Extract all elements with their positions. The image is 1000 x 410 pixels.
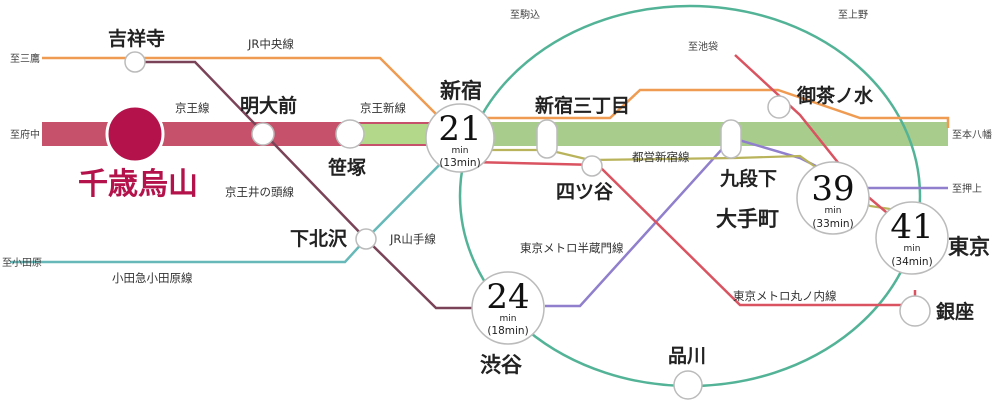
station-shinjuku-sanchome: 新宿三丁目 bbox=[535, 94, 630, 117]
station-ginza: 銀座 bbox=[936, 300, 974, 323]
dir-mitaka: 至三鷹 bbox=[10, 52, 40, 65]
kudanshita-marker bbox=[720, 119, 742, 159]
station-kichijoji: 吉祥寺 bbox=[108, 27, 165, 50]
shinjuku-sanchome-marker bbox=[536, 119, 558, 159]
kichijoji-marker bbox=[124, 51, 146, 73]
otemachi-alt-time: (33min) bbox=[812, 218, 853, 230]
dir-komagome: 至駒込 bbox=[510, 9, 540, 21]
dir-ueno: 至上野 bbox=[838, 9, 868, 21]
shinjuku-time-bubble: 21 min (13min) bbox=[425, 103, 495, 173]
station-tokyo: 東京 bbox=[948, 235, 990, 259]
shibuya-unit: min bbox=[500, 314, 517, 324]
tokyo-time-bubble: 41 min (34min) bbox=[875, 201, 949, 275]
station-shinagawa: 品川 bbox=[668, 345, 706, 367]
yotsuya-marker bbox=[581, 155, 603, 177]
shinjuku-minutes: 21 bbox=[438, 109, 481, 149]
dir-fuchu: 至府中 bbox=[10, 128, 40, 141]
shinjuku-alt-time: (13min) bbox=[439, 157, 480, 169]
tokyo-alt-time: (34min) bbox=[891, 256, 932, 268]
dir-odawara: 至小田原 bbox=[2, 257, 42, 269]
dir-motoyawata: 至本八幡 bbox=[952, 128, 992, 141]
ginza-marker bbox=[899, 295, 931, 327]
otemachi-minutes: 39 bbox=[811, 169, 854, 209]
label-jr-yamanote: JR山手線 bbox=[389, 232, 436, 246]
shibuya-minutes: 24 bbox=[486, 277, 529, 317]
shibuya-alt-time: (18min) bbox=[487, 325, 528, 337]
label-marunouchi: 東京メトロ丸ノ内線 bbox=[733, 289, 837, 303]
otemachi-time-bubble: 39 min (33min) bbox=[796, 161, 870, 235]
otemachi-unit: min bbox=[825, 206, 842, 216]
shinjuku-unit: min bbox=[452, 146, 469, 156]
station-shimokitazawa: 下北沢 bbox=[290, 227, 348, 250]
hanzomon-line bbox=[545, 136, 948, 308]
dir-ikebukuro: 至池袋 bbox=[688, 40, 718, 53]
station-ochanomizu: 御茶ノ水 bbox=[796, 84, 874, 107]
label-toei-shinjuku: 都営新宿線 bbox=[632, 150, 690, 164]
station-kudanshita: 九段下 bbox=[719, 167, 777, 190]
ochanomizu-marker bbox=[767, 95, 791, 119]
meidaimae-marker bbox=[251, 122, 275, 146]
shimokitazawa-marker bbox=[355, 228, 377, 250]
label-jr-chuo: JR中央線 bbox=[247, 37, 294, 51]
station-sasazuka: 笹塚 bbox=[328, 156, 366, 179]
chitose-karasuyama-marker bbox=[105, 104, 165, 164]
keio-new-line-band bbox=[352, 124, 442, 144]
station-chitose-karasuyama: 千歳烏山 bbox=[78, 167, 198, 202]
station-shinjuku: 新宿 bbox=[440, 79, 482, 103]
label-odakyu: 小田急小田原線 bbox=[112, 271, 193, 285]
odakyu-line bbox=[10, 141, 463, 264]
station-meidaimae: 明大前 bbox=[240, 94, 297, 117]
tokyo-unit: min bbox=[904, 244, 921, 254]
jr-chuo-line bbox=[42, 56, 950, 128]
station-shibuya: 渋谷 bbox=[480, 353, 523, 377]
shinjuku-line-band bbox=[440, 122, 948, 146]
shinagawa-marker bbox=[673, 370, 703, 400]
label-keio-new: 京王新線 bbox=[360, 101, 406, 115]
tokyo-minutes: 41 bbox=[890, 207, 933, 247]
station-otemachi: 大手町 bbox=[716, 207, 779, 231]
sasazuka-marker bbox=[335, 119, 365, 149]
station-yotsuya: 四ツ谷 bbox=[556, 181, 614, 203]
label-keio-inokashira: 京王井の頭線 bbox=[225, 185, 294, 199]
label-keio: 京王線 bbox=[175, 101, 210, 115]
shibuya-time-bubble: 24 min (18min) bbox=[471, 271, 545, 345]
label-hanzomon: 東京メトロ半蔵門線 bbox=[520, 241, 624, 255]
dir-oshiage: 至押上 bbox=[952, 182, 982, 195]
